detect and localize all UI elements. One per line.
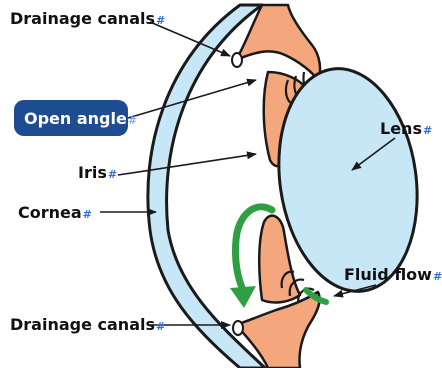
label-drainage-canals-top: Drainage canals#: [10, 9, 165, 28]
label-cornea: Cornea#: [18, 203, 92, 222]
label-fluid-flow: Fluid flow#: [344, 265, 442, 284]
pointer-iris: [118, 154, 256, 175]
label-lens: Lens#: [380, 119, 432, 138]
label-iris: Iris#: [78, 163, 117, 182]
drainage-canal-bottom: [233, 321, 243, 335]
drainage-canal-top: [232, 53, 242, 67]
fluid-flow-arrowhead: [230, 286, 256, 308]
cornea-shape: [148, 5, 265, 368]
label-open-angle: Open angle#: [24, 109, 137, 128]
label-drainage-canals-bottom: Drainage canals#: [10, 315, 165, 334]
